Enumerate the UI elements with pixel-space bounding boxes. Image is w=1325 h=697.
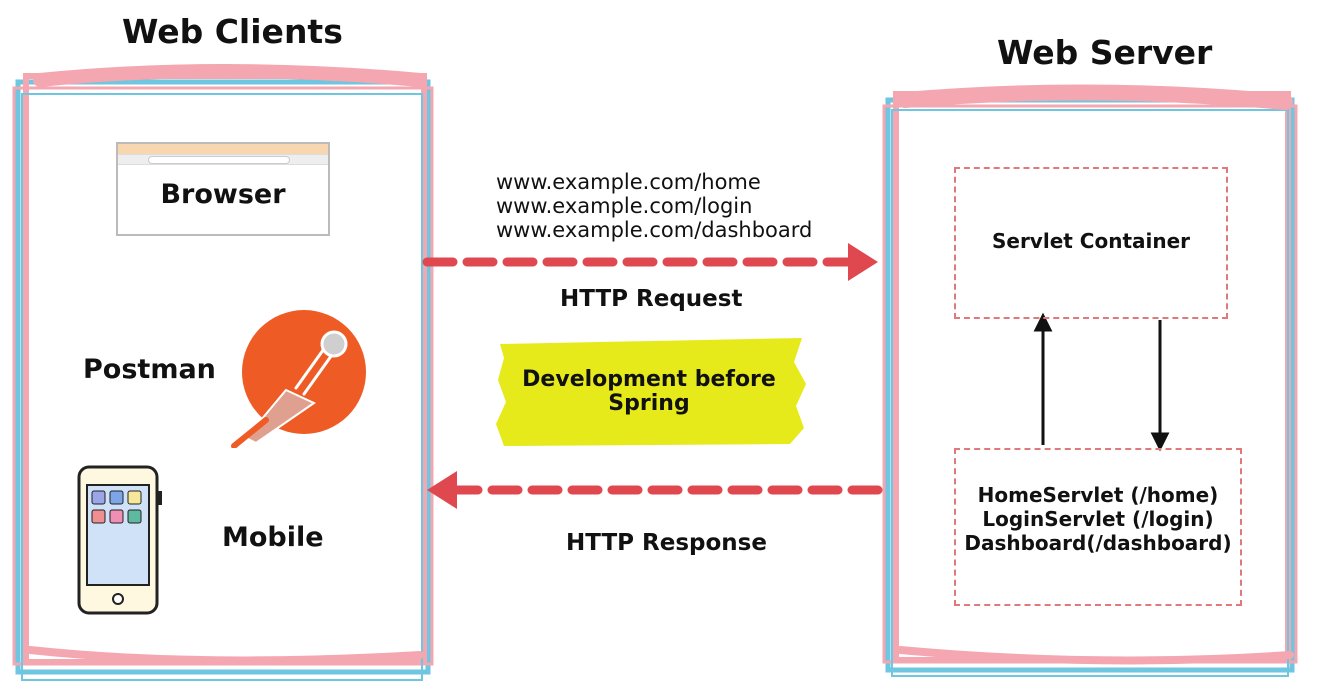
http-response-label: HTTP Response [566, 530, 767, 556]
highlight-marker [496, 338, 806, 446]
http-request-label: HTTP Request [560, 286, 743, 312]
browser-window: Browser [116, 142, 330, 236]
center-note-line1: Development before [522, 367, 776, 392]
servlet-home: HomeServlet (/home) [977, 483, 1219, 507]
url-login: www.example.com/login [496, 194, 753, 218]
center-note-line2: Spring [608, 391, 690, 416]
url-home: www.example.com/home [496, 170, 761, 194]
servlets-list: HomeServlet (/home) LoginServlet (/login… [954, 483, 1242, 555]
postman-label: Postman [83, 354, 216, 385]
http-request-arrow [422, 243, 878, 281]
mobile-phone-icon [77, 465, 162, 615]
server-frame [882, 84, 1298, 677]
web-server-title: Web Server [997, 33, 1213, 72]
servlets-box [954, 448, 1242, 606]
center-note: Development before Spring [494, 368, 804, 416]
servlet-container-label: Servlet Container [991, 229, 1191, 253]
servlet-container-box [954, 167, 1228, 319]
clients-frame [12, 64, 434, 681]
request-urls: www.example.com/home www.example.com/log… [496, 170, 812, 242]
postman-logo-icon [231, 310, 366, 448]
mobile-label: Mobile [222, 522, 324, 553]
servlet-login: LoginServlet (/login) [982, 507, 1214, 531]
address-field [148, 156, 290, 164]
servlet-up-arrow [1033, 312, 1053, 445]
http-response-arrow [427, 471, 883, 509]
browser-label: Browser [160, 179, 286, 210]
url-dashboard: www.example.com/dashboard [496, 218, 813, 242]
browser-tabbar [118, 144, 328, 155]
servlet-down-arrow [1150, 320, 1170, 452]
servlet-dashboard: Dashboard(/dashboard) [964, 531, 1232, 555]
web-clients-title: Web Clients [122, 12, 343, 51]
browser-addressbar [118, 155, 328, 165]
